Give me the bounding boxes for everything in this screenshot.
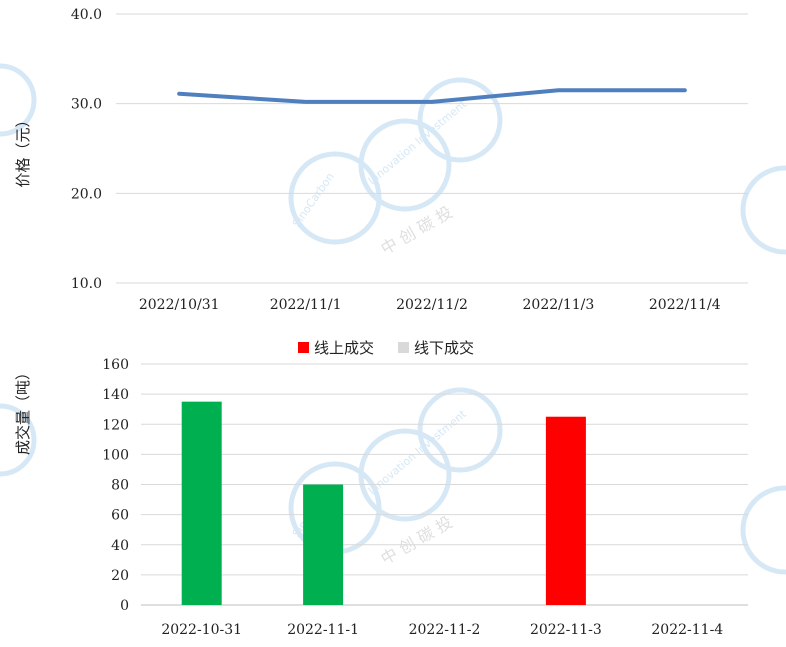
legend-label-offline: 线下成交 [414, 339, 474, 357]
volume-bars [181, 401, 586, 605]
volume-y-tick-label: 60 [111, 508, 129, 524]
price-y-tick-labels: 10.0 20.0 30.0 40.0 [71, 7, 102, 292]
price-x-tick-label: 2022/11/2 [396, 297, 468, 313]
volume-x-tick-label: 2022-11-4 [651, 622, 723, 638]
legend-label-online: 线上成交 [314, 339, 374, 357]
price-y-tick-label: 20.0 [71, 186, 102, 202]
volume-bar-chart: 0 20 40 60 80 100 120 140 160 2022-10-31 2022-11-… [14, 339, 748, 638]
watermark-tagline-text: Innovation Investment [366, 407, 470, 497]
price-x-tick-labels: 2022/10/31 2022/11/1 2022/11/2 2022/11/3 202… [139, 297, 721, 313]
volume-x-tick-label: 2022-11-3 [530, 622, 602, 638]
volume-x-tick-labels: 2022-10-31 2022-11-1 2022-11-2 2022-11-3 202… [161, 622, 723, 638]
volume-y-tick-label: 120 [102, 417, 129, 433]
volume-y-tick-labels: 0 20 40 60 80 100 120 140 160 [102, 357, 129, 614]
price-y-axis-label: 价格（元） [14, 112, 32, 187]
watermark-cn-text: 中 创 碳 投 [378, 512, 456, 568]
watermark-cn-text: 中 创 碳 投 [378, 202, 456, 258]
legend-swatch-online [298, 342, 309, 353]
price-series [177, 88, 687, 104]
watermark-logo-edge [0, 63, 786, 575]
volume-y-tick-label: 100 [102, 447, 129, 463]
volume-y-tick-label: 160 [102, 357, 129, 373]
price-series-line [177, 88, 687, 104]
price-x-tick-label: 2022/10/31 [139, 297, 220, 313]
volume-bar [303, 484, 344, 605]
volume-y-tick-label: 0 [120, 598, 129, 614]
volume-bar [181, 401, 222, 605]
volume-y-tick-label: 140 [102, 387, 129, 403]
watermark-logo: SinoCarbon Innovation Investment 中 创 碳 投 [288, 77, 503, 258]
volume-x-tick-label: 2022-11-1 [287, 622, 359, 638]
volume-y-tick-label: 80 [111, 478, 129, 494]
price-x-tick-label: 2022/11/4 [649, 297, 721, 313]
legend-swatch-offline [398, 342, 409, 353]
watermark-tagline-text: Innovation Investment [366, 97, 470, 187]
price-y-tick-label: 40.0 [71, 7, 102, 23]
volume-y-tick-label: 20 [111, 568, 129, 584]
price-y-tick-label: 30.0 [71, 97, 102, 113]
volume-gridlines [141, 363, 748, 606]
price-y-tick-label: 10.0 [71, 276, 102, 292]
watermark-layer: SinoCarbon Innovation Investment 中 创 碳 投… [0, 63, 786, 575]
price-x-tick-label: 2022/11/3 [523, 297, 595, 313]
volume-x-tick-label: 2022-10-31 [161, 622, 242, 638]
volume-bar [545, 416, 586, 605]
price-x-tick-label: 2022/11/1 [270, 297, 342, 313]
volume-y-tick-label: 40 [111, 538, 129, 554]
volume-x-tick-label: 2022-11-2 [409, 622, 481, 638]
volume-y-axis-label: 成交量（吨） [14, 365, 32, 455]
volume-legend: 线上成交 线下成交 [298, 339, 474, 357]
